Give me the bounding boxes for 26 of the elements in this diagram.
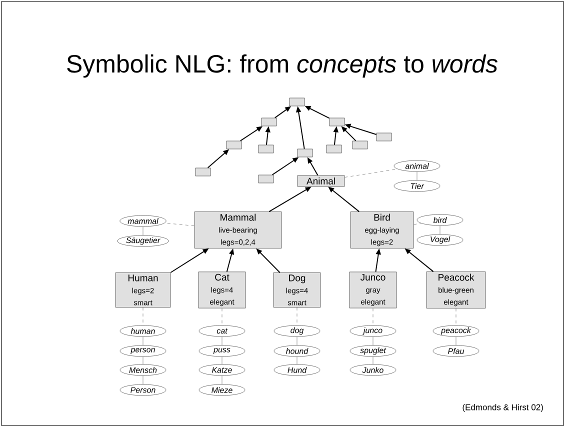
concept-box [289,98,305,106]
dashed-line [344,168,398,178]
connector-line [142,226,144,236]
title: Symbolic NLG: from concepts to words [67,54,498,78]
connector-line [372,356,374,365]
dashed-line [372,308,374,326]
concept-box [329,118,345,126]
connector-line [372,336,374,346]
connector-line [296,336,298,346]
citation: (Edmonds & Hirst 02) [462,404,543,412]
concept-box [226,140,242,150]
concept-box [195,168,211,176]
concept-box: Animal [297,175,345,187]
connector-line [142,356,144,365]
concept-box [258,174,274,184]
connector-line [416,171,418,181]
concept-box [376,132,392,142]
connector-line [296,356,298,365]
connector-line [142,375,144,385]
connector-line [142,336,144,346]
concept-box [297,148,313,158]
dashed-line [413,223,422,225]
concept-box [352,140,368,150]
concept-box [258,144,274,154]
concept-box [326,144,342,154]
concept-box [261,118,277,126]
